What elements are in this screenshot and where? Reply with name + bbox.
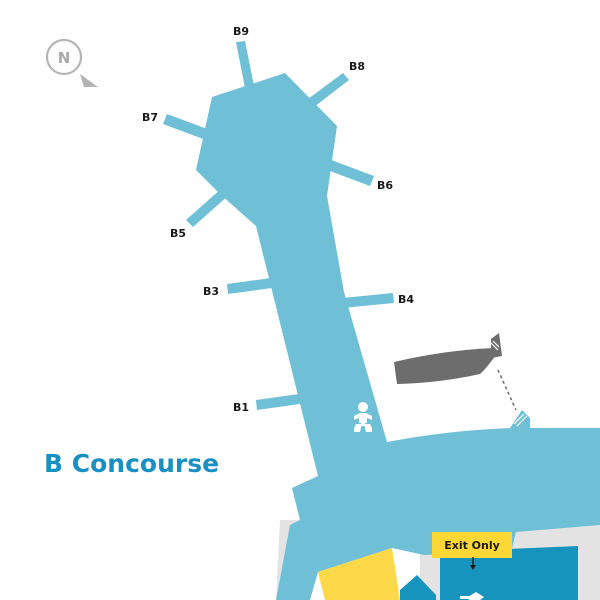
gate-b4-bridge (342, 293, 394, 308)
zone-yellow (318, 548, 400, 600)
gate-b6-bridge (322, 158, 374, 186)
gate-b6-label[interactable]: B6 (377, 179, 393, 192)
gate-b3-label[interactable]: B3 (203, 285, 219, 298)
gate-b8-label[interactable]: B8 (349, 60, 365, 73)
people-mover-connector (497, 369, 517, 411)
gate-b7-label[interactable]: B7 (142, 111, 158, 124)
gate-b5-bridge (186, 188, 229, 227)
gate-b1-label[interactable]: B1 (233, 401, 249, 414)
compass-letter: N (58, 49, 71, 67)
zone-blue-small (400, 575, 436, 600)
gate-b4-label[interactable]: B4 (398, 293, 414, 306)
people-mover-bottom-icon (513, 413, 528, 427)
gate-b5-label[interactable]: B5 (170, 227, 186, 240)
exit-sign-label: Exit Only (444, 539, 500, 552)
airplane-icon (460, 592, 484, 600)
gate-b1-bridge (256, 394, 300, 410)
people-mover[interactable] (394, 348, 496, 384)
people-mover-bottom-station[interactable] (510, 410, 530, 428)
gate-labels: B9 B8 B7 B6 B5 B3 B4 B1 (142, 25, 414, 414)
gate-b7-bridge (163, 114, 210, 140)
concourse-building (196, 73, 600, 600)
jet-bridges (163, 41, 394, 410)
north-arrow-icon: N (45, 38, 98, 87)
gate-b8-bridge (308, 73, 349, 107)
nursing-baby-icon[interactable] (354, 402, 372, 432)
map-title: B Concourse (44, 449, 219, 478)
gate-b3-bridge (227, 278, 272, 294)
compass-pointer (80, 74, 98, 87)
gate-b9-label[interactable]: B9 (233, 25, 249, 38)
people-mover-top-icon (489, 340, 500, 351)
exit-sign[interactable]: Exit Only (432, 532, 512, 570)
people-mover-top-station[interactable] (491, 333, 502, 358)
exit-arrow-head (470, 565, 476, 570)
gate-b9-bridge (236, 41, 254, 88)
exit-sign-background (432, 532, 512, 558)
zone-blue (440, 546, 578, 600)
